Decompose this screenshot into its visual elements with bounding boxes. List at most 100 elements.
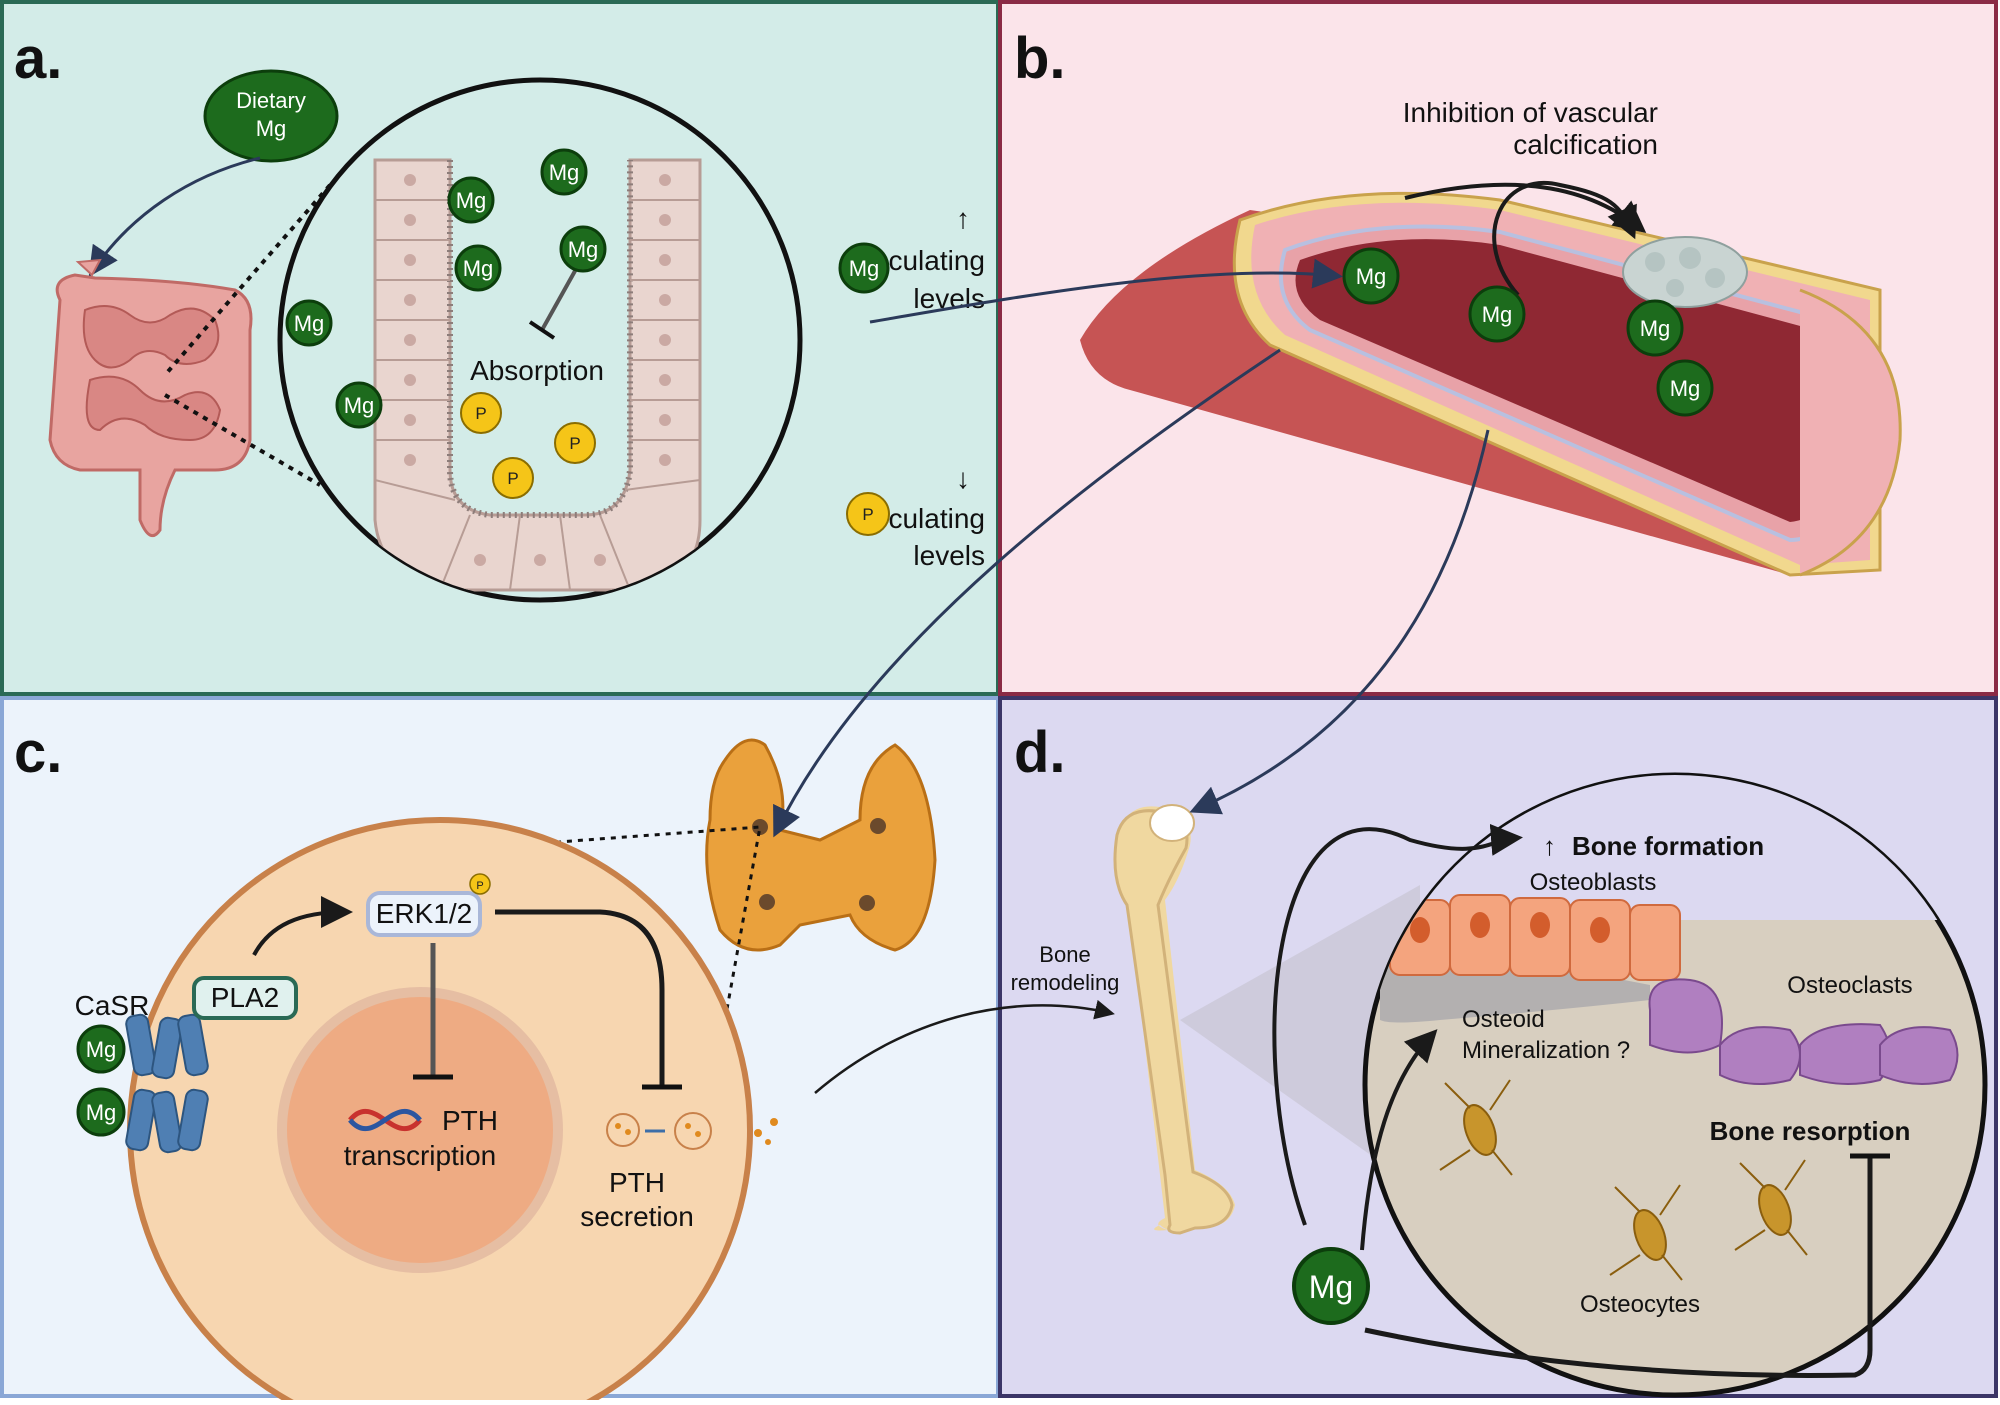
osteoblasts-label: Osteoblasts (1530, 869, 1657, 896)
mg-ion: Mg (540, 148, 588, 196)
mg-ion: Mg (454, 244, 502, 292)
mg-ion: Mg (559, 225, 607, 273)
pth-vesicles (606, 1112, 778, 1150)
erk-box (366, 891, 482, 937)
pth-secretion-line2: secretion (580, 1201, 694, 1232)
phosphate-ion: P (492, 457, 534, 499)
panel-a: a. Dietary Mg (0, 0, 1000, 696)
svg-text:P: P (862, 505, 873, 524)
svg-text:P: P (507, 469, 518, 488)
svg-text:Mg: Mg (463, 256, 494, 281)
dietary-mg-bubble (203, 69, 339, 163)
circulating-p-down-arrow: ↓ (956, 463, 970, 494)
absorption-inhibit-bar (528, 320, 556, 340)
erk-phospho-icon (469, 873, 491, 895)
mg-ion-large (1292, 1247, 1370, 1325)
svg-text:P: P (475, 404, 486, 423)
bone-formation-up-arrow: ↑ (1543, 831, 1556, 861)
pth-transcription-line1: PTH (442, 1105, 498, 1136)
mg-inhibit-resorption-line (1364, 1158, 1873, 1378)
mineralization-label: Mineralization ? (1462, 1037, 1630, 1064)
mg-ion-large-label: Mg (1309, 1269, 1353, 1305)
circulating-p-levels: levels (913, 540, 985, 571)
mg-ion: Mg (76, 1024, 126, 1074)
phosphate-ion: P (554, 422, 596, 464)
svg-text:P: P (569, 434, 580, 453)
intestine-illustration (48, 258, 253, 538)
circulating-mg-to-vessel-arrow (869, 258, 1343, 324)
mg-ion: Mg (76, 1087, 126, 1137)
osteoclasts-label: Osteoclasts (1787, 972, 1912, 999)
panel-c-letter: c. (14, 720, 62, 785)
svg-text:Mg: Mg (568, 237, 599, 262)
svg-text:Mg: Mg (1670, 376, 1701, 401)
panel-d-letter: d. (1014, 720, 1066, 785)
osteocytes-label: Osteocytes (1580, 1291, 1700, 1318)
mg-ion: Mg (1468, 285, 1526, 343)
pla2-box (192, 976, 298, 1020)
mg-to-mineralization-arrow (1360, 1029, 1438, 1251)
svg-text:Mg: Mg (1482, 302, 1513, 327)
svg-text:Mg: Mg (86, 1100, 117, 1125)
zoom-line-bottom (163, 393, 322, 487)
circulating-mg-up-arrow: ↑ (956, 203, 970, 234)
svg-text:Mg: Mg (1640, 316, 1671, 341)
vessel-to-bone-arrow (1189, 429, 1490, 815)
cell-nucleus (277, 987, 563, 1273)
panel-b: b. Inhibition of vascular calcification … (998, 0, 1998, 696)
bone-formation-label: Bone formation (1572, 831, 1764, 861)
panel-c: c. CaSR Mg Mg PLA2 ERK1/2 (0, 696, 1000, 1405)
svg-text:Mg: Mg (1356, 264, 1387, 289)
pla2-to-erk-arrow (252, 896, 353, 956)
casr-receptor (125, 1013, 209, 1154)
mg-ion: Mg (335, 381, 383, 429)
mg-ion: Mg (838, 242, 890, 294)
svg-text:Mg: Mg (849, 256, 880, 281)
calcification-inhibit-arrow-2 (1404, 182, 1647, 233)
svg-text:Mg: Mg (344, 393, 375, 418)
mg-to-bone-formation-arrow (1272, 823, 1523, 1226)
svg-text:Mg: Mg (86, 1037, 117, 1062)
erk-phospho-label: P (476, 880, 483, 892)
mg-ion: Mg (285, 299, 333, 347)
circulating-mg-text: culating (888, 245, 985, 276)
femur-bone (1113, 804, 1235, 1235)
osteoid-label: Osteoid (1462, 1006, 1545, 1033)
erk-label: ERK1/2 (376, 898, 473, 929)
zoom-wedge (1180, 885, 1420, 1190)
pth-secretion-line1: PTH (609, 1167, 665, 1198)
pth-to-bone-remodeling-arrow (814, 999, 1115, 1094)
vascular-title-line2: calcification (1513, 129, 1658, 160)
phosphate-ion: P (460, 392, 502, 434)
panel-b-letter: b. (1014, 26, 1066, 91)
mg-ion: Mg (1626, 299, 1684, 357)
dietary-mg-label-line1: Dietary (236, 88, 306, 113)
erk-inhibit-secretion-line (495, 909, 665, 1085)
circulating-p-text: culating (888, 503, 985, 534)
pth-transcription-line2: transcription (344, 1140, 497, 1171)
svg-text:Mg: Mg (456, 188, 487, 213)
dietary-arrow (88, 156, 261, 277)
svg-text:Mg: Mg (549, 160, 580, 185)
phosphate-ion: P (846, 492, 890, 536)
mg-ion: Mg (1342, 247, 1400, 305)
dietary-mg-label-line2: Mg (256, 116, 287, 141)
mg-ion: Mg (447, 176, 495, 224)
blood-vessel-illustration (1080, 191, 1902, 577)
mg-ion: Mg (1656, 359, 1714, 417)
panel-d: d. Bone remodeling (998, 696, 1998, 1398)
bone-resorption-label: Bone resorption (1710, 1116, 1911, 1146)
bone-remodeling-line1: Bone (1039, 942, 1090, 967)
pla2-label: PLA2 (211, 982, 280, 1013)
zoom-line-top (163, 183, 332, 377)
dna-icon (348, 1109, 422, 1131)
bone-remodeling-line2: remodeling (1011, 970, 1120, 995)
calcification-deposit (1622, 236, 1748, 308)
vascular-title-line1: Inhibition of vascular (1403, 97, 1658, 128)
svg-text:Mg: Mg (294, 311, 325, 336)
panel-a-letter: a. (14, 26, 62, 91)
zoom-line-top-c (544, 825, 761, 845)
vessel-to-parathyroid-arrow (773, 348, 1281, 838)
